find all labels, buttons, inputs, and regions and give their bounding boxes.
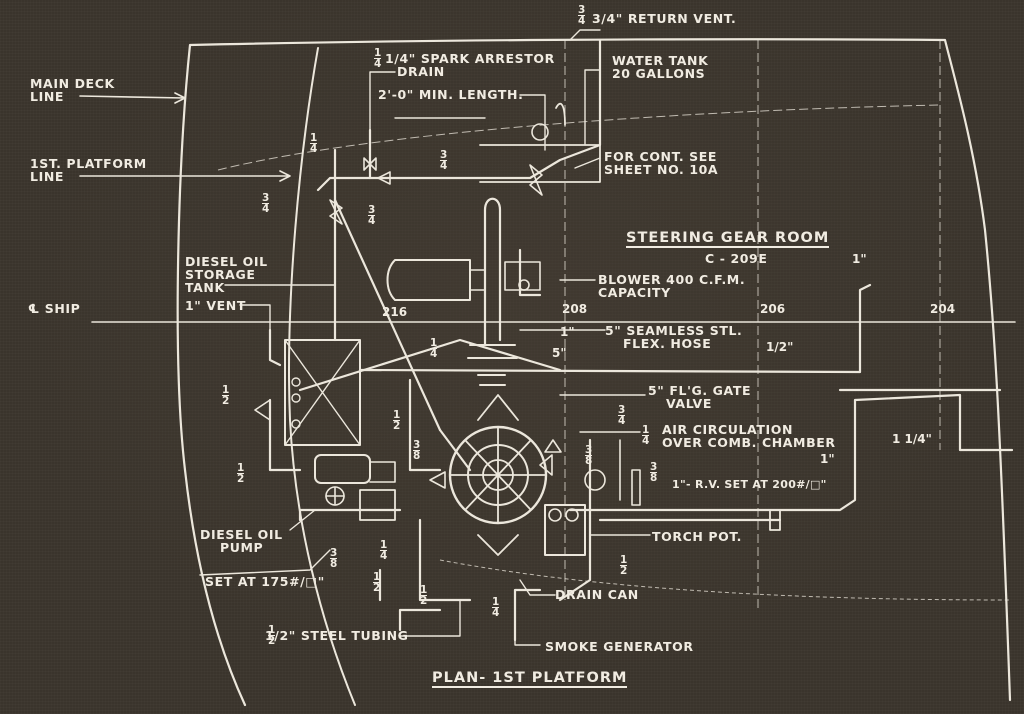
pump-motor <box>325 461 396 506</box>
center-ship-label: ℄ SHIP <box>28 301 81 316</box>
valve-symbols <box>254 157 562 489</box>
blower-fitting <box>518 279 530 291</box>
gauge <box>584 469 606 491</box>
relief-valve-block <box>359 489 396 521</box>
tank-cross <box>284 339 361 446</box>
platform-arrow <box>79 170 291 182</box>
hull-outline <box>176 38 1012 707</box>
blower <box>386 259 471 301</box>
frame-number: 206 <box>760 302 786 316</box>
piping-network <box>268 38 1014 642</box>
frame-number: 204 <box>930 302 956 316</box>
valve-icon <box>429 471 446 489</box>
flex-hose <box>467 344 518 386</box>
generator-flanges <box>477 394 519 556</box>
platform-line <box>217 104 941 171</box>
diesel-oil-pump <box>314 454 371 484</box>
inline-fitting <box>769 509 781 531</box>
diesel-storage-tank <box>284 339 361 446</box>
pipe-size-1in: 1" <box>560 325 575 339</box>
torch-fitting <box>565 508 579 522</box>
steel-tubing-label: 1/2" STEEL TUBING <box>265 628 409 643</box>
rv-set-label: 1"- R.V. SET AT 200#/□" <box>672 478 827 491</box>
min-length-label: 2'-0" MIN. LENGTH. <box>378 87 524 102</box>
drawing-title: PLAN- 1ST PLATFORM <box>432 670 628 688</box>
torch-pot <box>544 504 586 556</box>
leader-lines <box>199 29 651 646</box>
bottom-dashed-line <box>439 559 1011 601</box>
exhaust-stack <box>483 197 502 347</box>
pipe-size-half: 1/2" <box>766 340 794 354</box>
water-tank <box>479 144 601 183</box>
tank-vent-loop <box>531 123 549 141</box>
valve-icon <box>254 399 271 421</box>
blower-connection <box>469 261 541 291</box>
tank-connection <box>291 419 301 429</box>
room-code: C - 209E <box>705 251 768 266</box>
valve-icon <box>539 454 553 476</box>
pipe-size-5in: 5" <box>552 346 567 360</box>
generator-spokes <box>449 426 547 524</box>
valve-icon <box>529 164 543 196</box>
pipe-size-1-quarter: 1 1/4" <box>892 432 932 446</box>
frame-number: 208 <box>562 302 588 316</box>
tank-connection <box>291 393 301 403</box>
inner-hull-line <box>288 47 356 706</box>
torch-fitting <box>548 508 562 522</box>
valve-icon <box>329 199 343 225</box>
drain-can-label: DRAIN CAN <box>555 587 639 602</box>
set-at-label: SET AT 175#/□" <box>205 574 325 589</box>
return-vent-hook <box>555 102 566 126</box>
blower-label: BLOWER 400 C.F.M.CAPACITY <box>598 272 746 300</box>
relief-valve <box>619 439 641 506</box>
room-name: STEERING GEAR ROOM <box>626 230 830 248</box>
return-vent-label: 3/4" RETURN VENT. <box>592 11 737 26</box>
smoke-generator-label: SMOKE GENERATOR <box>545 639 694 654</box>
vent-label: 1" VENT <box>185 298 246 313</box>
pipe-size-1in: 1" <box>820 452 835 466</box>
valve-icon <box>363 157 377 171</box>
main-deck-arrow <box>79 92 186 104</box>
pipe-size-1in: 1" <box>852 252 867 266</box>
valve-icon <box>544 439 562 453</box>
frame-number: 216 <box>382 305 408 319</box>
torch-pot-label: TORCH POT. <box>652 529 742 544</box>
tank-connection <box>291 377 301 387</box>
valve-icon <box>377 171 391 185</box>
flex-hose-label: 5" SEAMLESS STL.FLEX. HOSE <box>605 323 743 351</box>
